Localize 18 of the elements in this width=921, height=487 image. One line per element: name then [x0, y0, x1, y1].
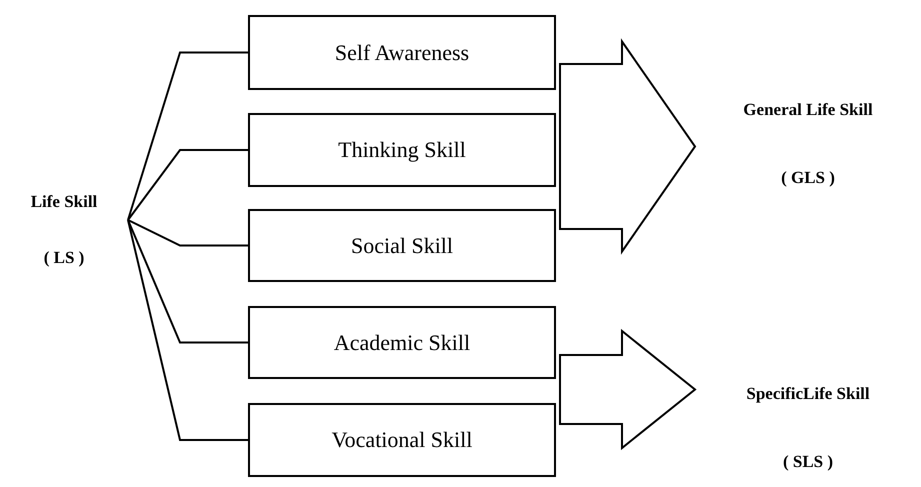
skill-box: Vocational Skill — [248, 403, 556, 477]
block-arrow — [559, 328, 697, 450]
abbreviation-label: ( GLS ) — [781, 168, 835, 188]
skill-box: Thinking Skill — [248, 113, 556, 187]
abbreviation-label: ( SLS ) — [782, 452, 834, 472]
category-label: Life Skill — [30, 192, 98, 212]
bracket-line — [127, 149, 248, 221]
skill-box: Academic Skill — [248, 306, 556, 379]
bracket-line — [127, 52, 248, 220]
bracket-line — [128, 219, 248, 246]
block-arrow — [559, 38, 696, 255]
category-label: General Life Skill — [743, 100, 873, 120]
bracket-line — [127, 220, 248, 441]
skill-box: Self Awareness — [248, 15, 556, 90]
bracket-line — [127, 220, 248, 344]
category-label: SpecificLife Skill — [746, 384, 870, 404]
abbreviation-label: ( LS ) — [44, 248, 84, 268]
skill-box: Social Skill — [248, 209, 556, 282]
